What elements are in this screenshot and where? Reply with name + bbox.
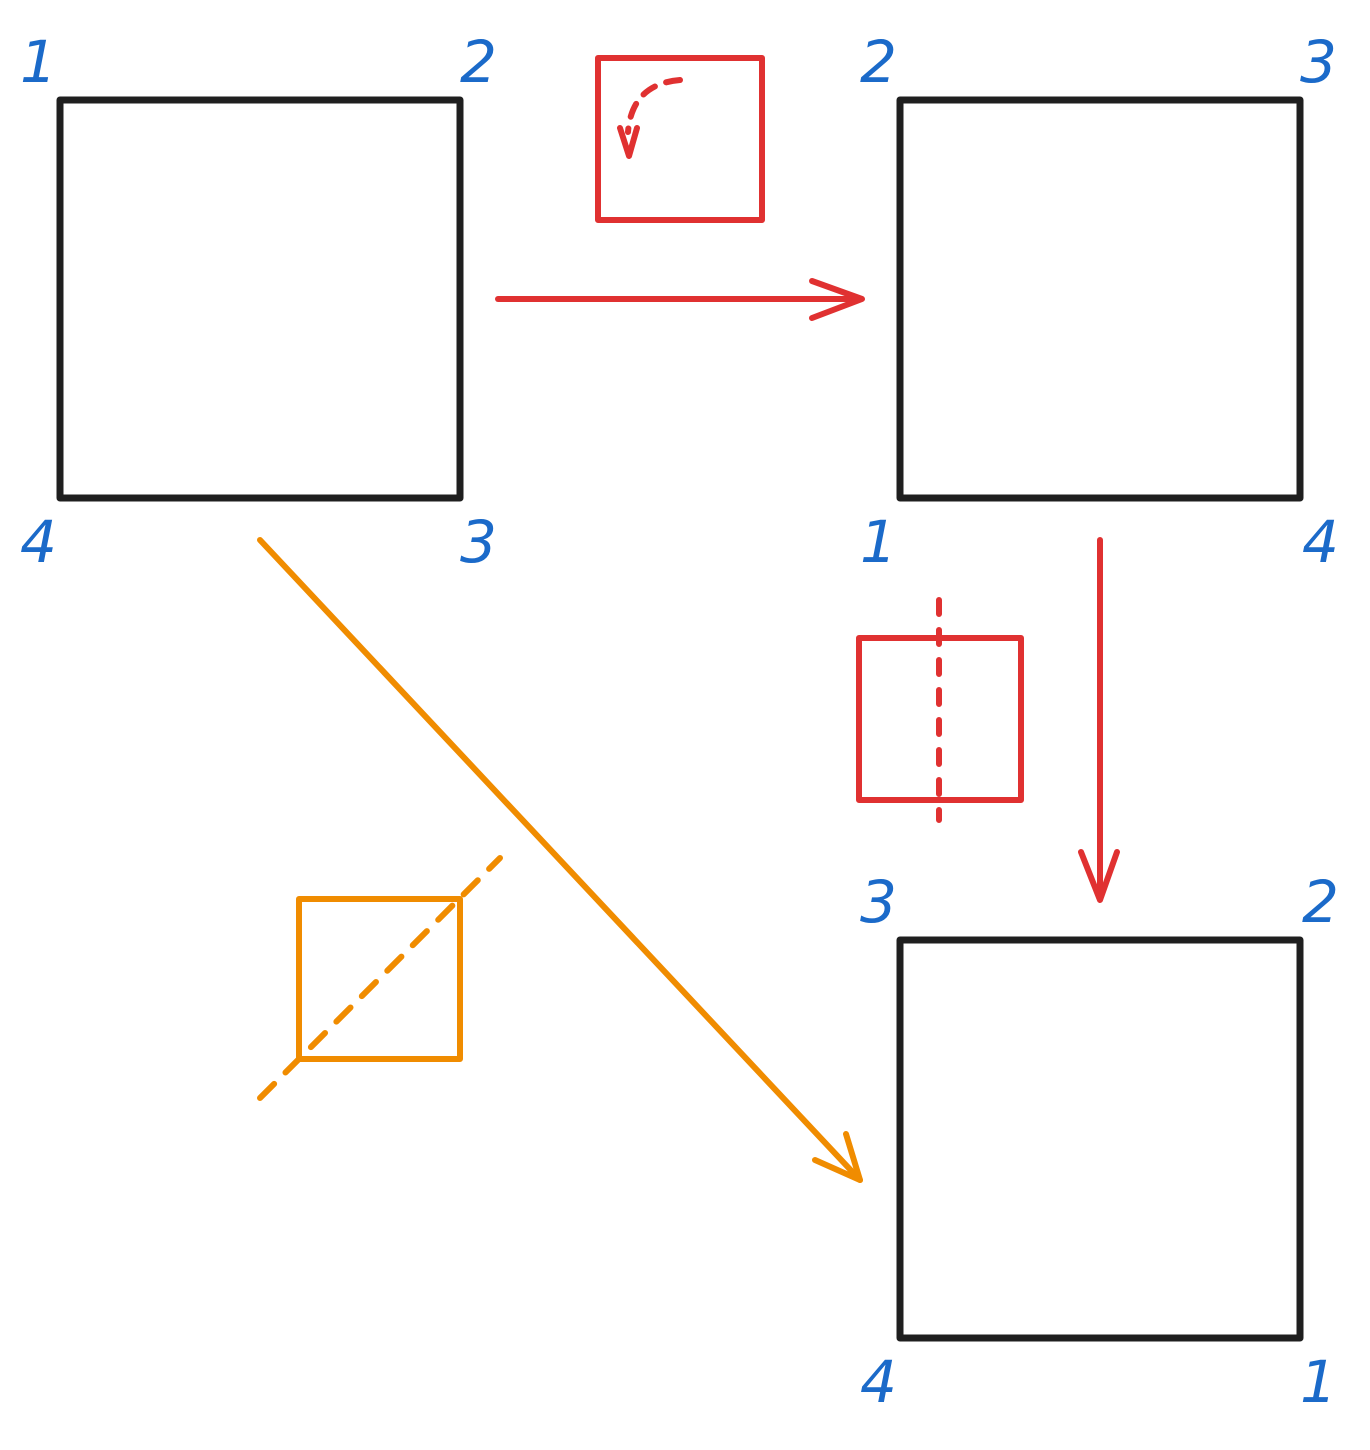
vertical-axis-reflection-icon <box>856 597 1024 823</box>
square-rotated: 2 3 4 1 <box>860 28 1339 576</box>
diagonal-reflection-dashed-axis <box>257 855 503 1101</box>
corner-label-bottom-right: 3 <box>460 508 497 576</box>
corner-label-top-right: 3 <box>1300 28 1337 96</box>
corner-label-top-right: 2 <box>460 28 497 96</box>
rotation-counterclockwise-icon <box>595 55 765 223</box>
arrow-reflect-vertical <box>1078 537 1120 903</box>
arrow-reflect-vertical-head <box>1078 849 1120 903</box>
corner-label-bottom-right: 1 <box>1300 1348 1337 1416</box>
square-result-outline <box>896 936 1304 1342</box>
rotation-icon-square <box>595 55 765 223</box>
arrow-rotate-head <box>809 278 865 321</box>
diagonal-axis-reflection-icon <box>257 855 503 1101</box>
square-original: 1 2 3 4 <box>20 28 497 576</box>
square-rotated-outline <box>896 96 1304 502</box>
corner-label-bottom-right: 4 <box>1302 508 1339 576</box>
square-original-outline <box>56 96 464 502</box>
rotation-icon-dashed-arc <box>625 77 683 135</box>
arrow-reflect-diagonal <box>257 537 863 1183</box>
arrow-rotate <box>495 278 865 321</box>
corner-label-bottom-left: 1 <box>860 508 897 576</box>
corner-label-bottom-left: 4 <box>860 1348 897 1416</box>
corner-label-top-left: 2 <box>860 28 897 96</box>
corner-label-top-right: 2 <box>1302 868 1339 936</box>
arrow-reflect-diagonal-shaft <box>257 537 863 1183</box>
corner-label-top-left: 3 <box>860 868 897 936</box>
corner-label-bottom-left: 4 <box>20 508 57 576</box>
rotation-icon-arrowhead <box>617 125 640 159</box>
diagonal-reflection-icon-square <box>296 896 463 1062</box>
arrow-reflect-diagonal-head <box>812 1131 863 1183</box>
square-result: 3 2 1 4 <box>860 868 1339 1416</box>
corner-label-top-left: 1 <box>20 28 57 96</box>
